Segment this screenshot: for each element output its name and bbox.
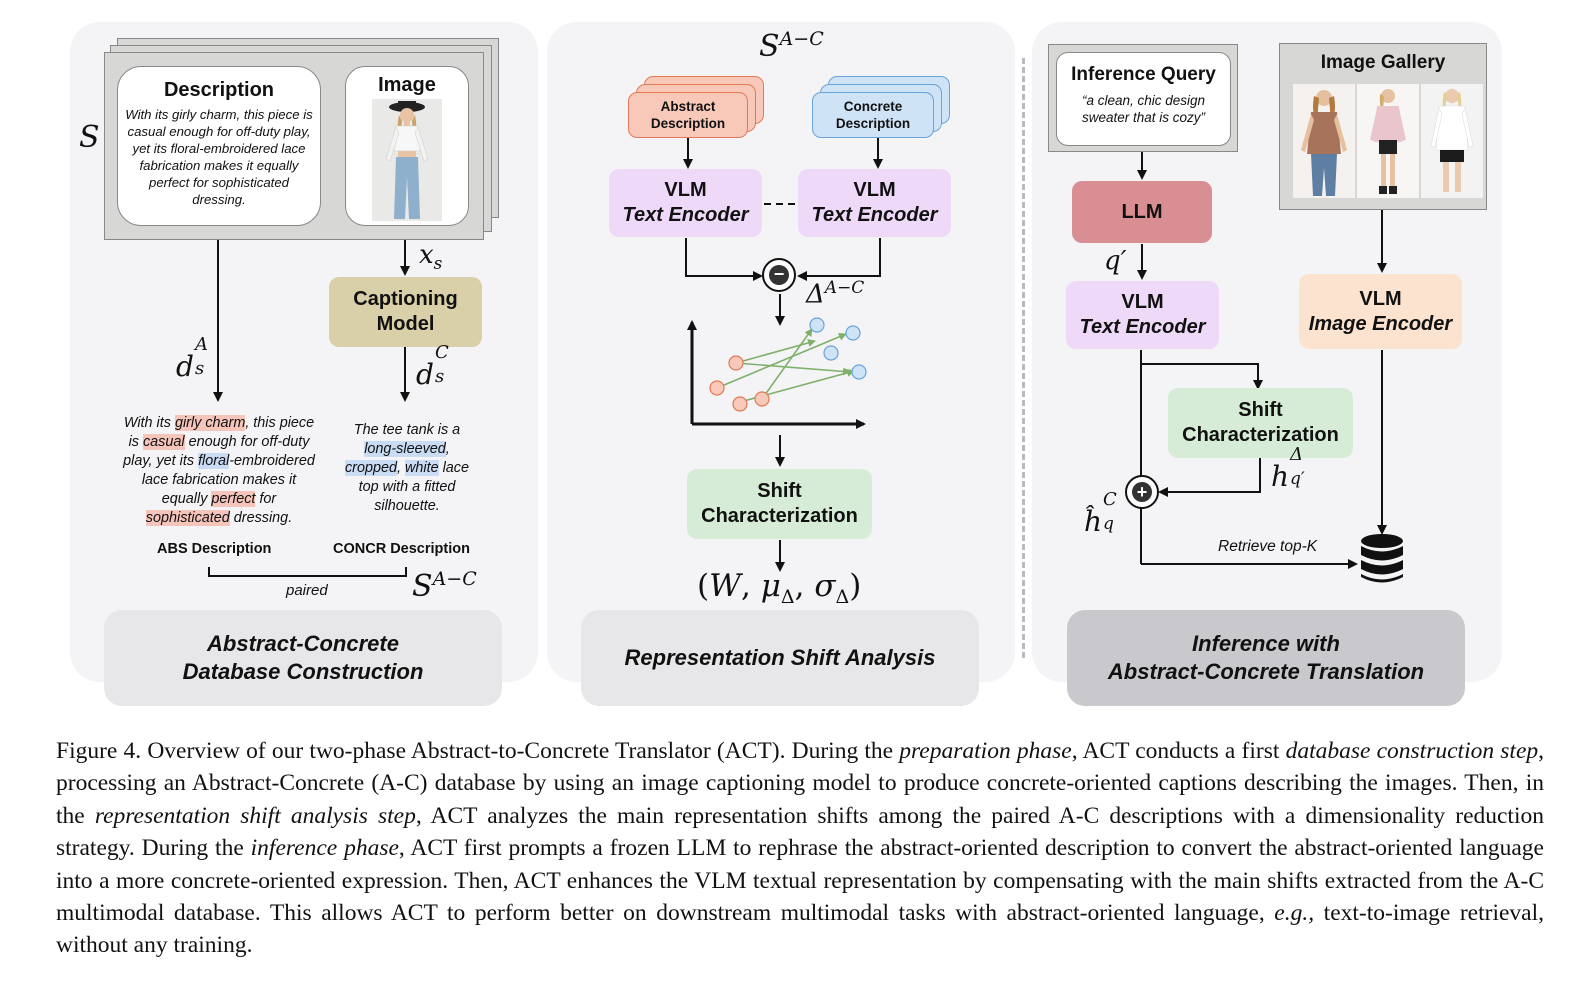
- concr-description-text: The tee tank is a long-sleeved, cropped,…: [344, 422, 470, 514]
- description-title: Description: [163, 79, 275, 101]
- panel-representation-shift: [547, 22, 1015, 682]
- abs-description-text: With its girly charm, this piece is casu…: [123, 415, 315, 526]
- gallery-photo-1: [1293, 84, 1355, 198]
- plus-operator: +: [1125, 475, 1159, 509]
- image-gallery-card: Image Gallery: [1279, 43, 1487, 210]
- concrete-point: [823, 345, 839, 361]
- gallery-photo-2: [1357, 84, 1419, 198]
- image-card: Image: [345, 66, 469, 226]
- shift-characterization-box-panel2: Shift Characterization: [687, 469, 872, 539]
- concrete-point: [851, 364, 867, 380]
- shift-characterization-box-panel3: Shift Characterization: [1168, 388, 1353, 458]
- concrete-description-box: Concrete Description: [812, 92, 934, 138]
- concr-description-label: CONCR Description: [333, 541, 470, 557]
- description-card: Description With its girly charm, this p…: [117, 66, 321, 226]
- gallery-photo-3: [1421, 84, 1483, 198]
- image-gallery-title: Image Gallery: [1320, 52, 1446, 73]
- concrete-point: [845, 325, 861, 341]
- abstract-point: [709, 380, 725, 396]
- abs-description-label: ABS Description: [157, 541, 272, 557]
- model-photo: [372, 99, 442, 221]
- abstract-description-box: Abstract Description: [628, 92, 748, 138]
- inference-query-text: “a clean, chic design sweater that is co…: [1081, 93, 1206, 125]
- concrete-point: [809, 317, 825, 333]
- abstract-point: [754, 391, 770, 407]
- paired-label: paired: [286, 582, 328, 599]
- description-text: With its girly charm, this piece is casu…: [125, 107, 313, 207]
- abstract-point: [728, 355, 744, 371]
- figure-caption: Figure 4. Overview of our two-phase Abst…: [56, 738, 1545, 959]
- database-icon: [1361, 534, 1403, 583]
- title-representation-shift: Representation Shift Analysis: [581, 610, 979, 706]
- retrieve-top-k-label: Retrieve top-K: [1218, 538, 1318, 555]
- captioning-model-box: Captioning Model: [329, 277, 482, 347]
- image-title: Image: [378, 74, 436, 96]
- inference-query-title: Inference Query: [1071, 64, 1216, 85]
- llm-box: LLM: [1072, 181, 1212, 243]
- inference-query-card: Inference Query “a clean, chic design sw…: [1056, 52, 1231, 146]
- phase-divider: [1022, 58, 1025, 658]
- minus-operator: −: [762, 258, 796, 292]
- abstract-point: [732, 396, 748, 412]
- shift-plot: [709, 317, 867, 412]
